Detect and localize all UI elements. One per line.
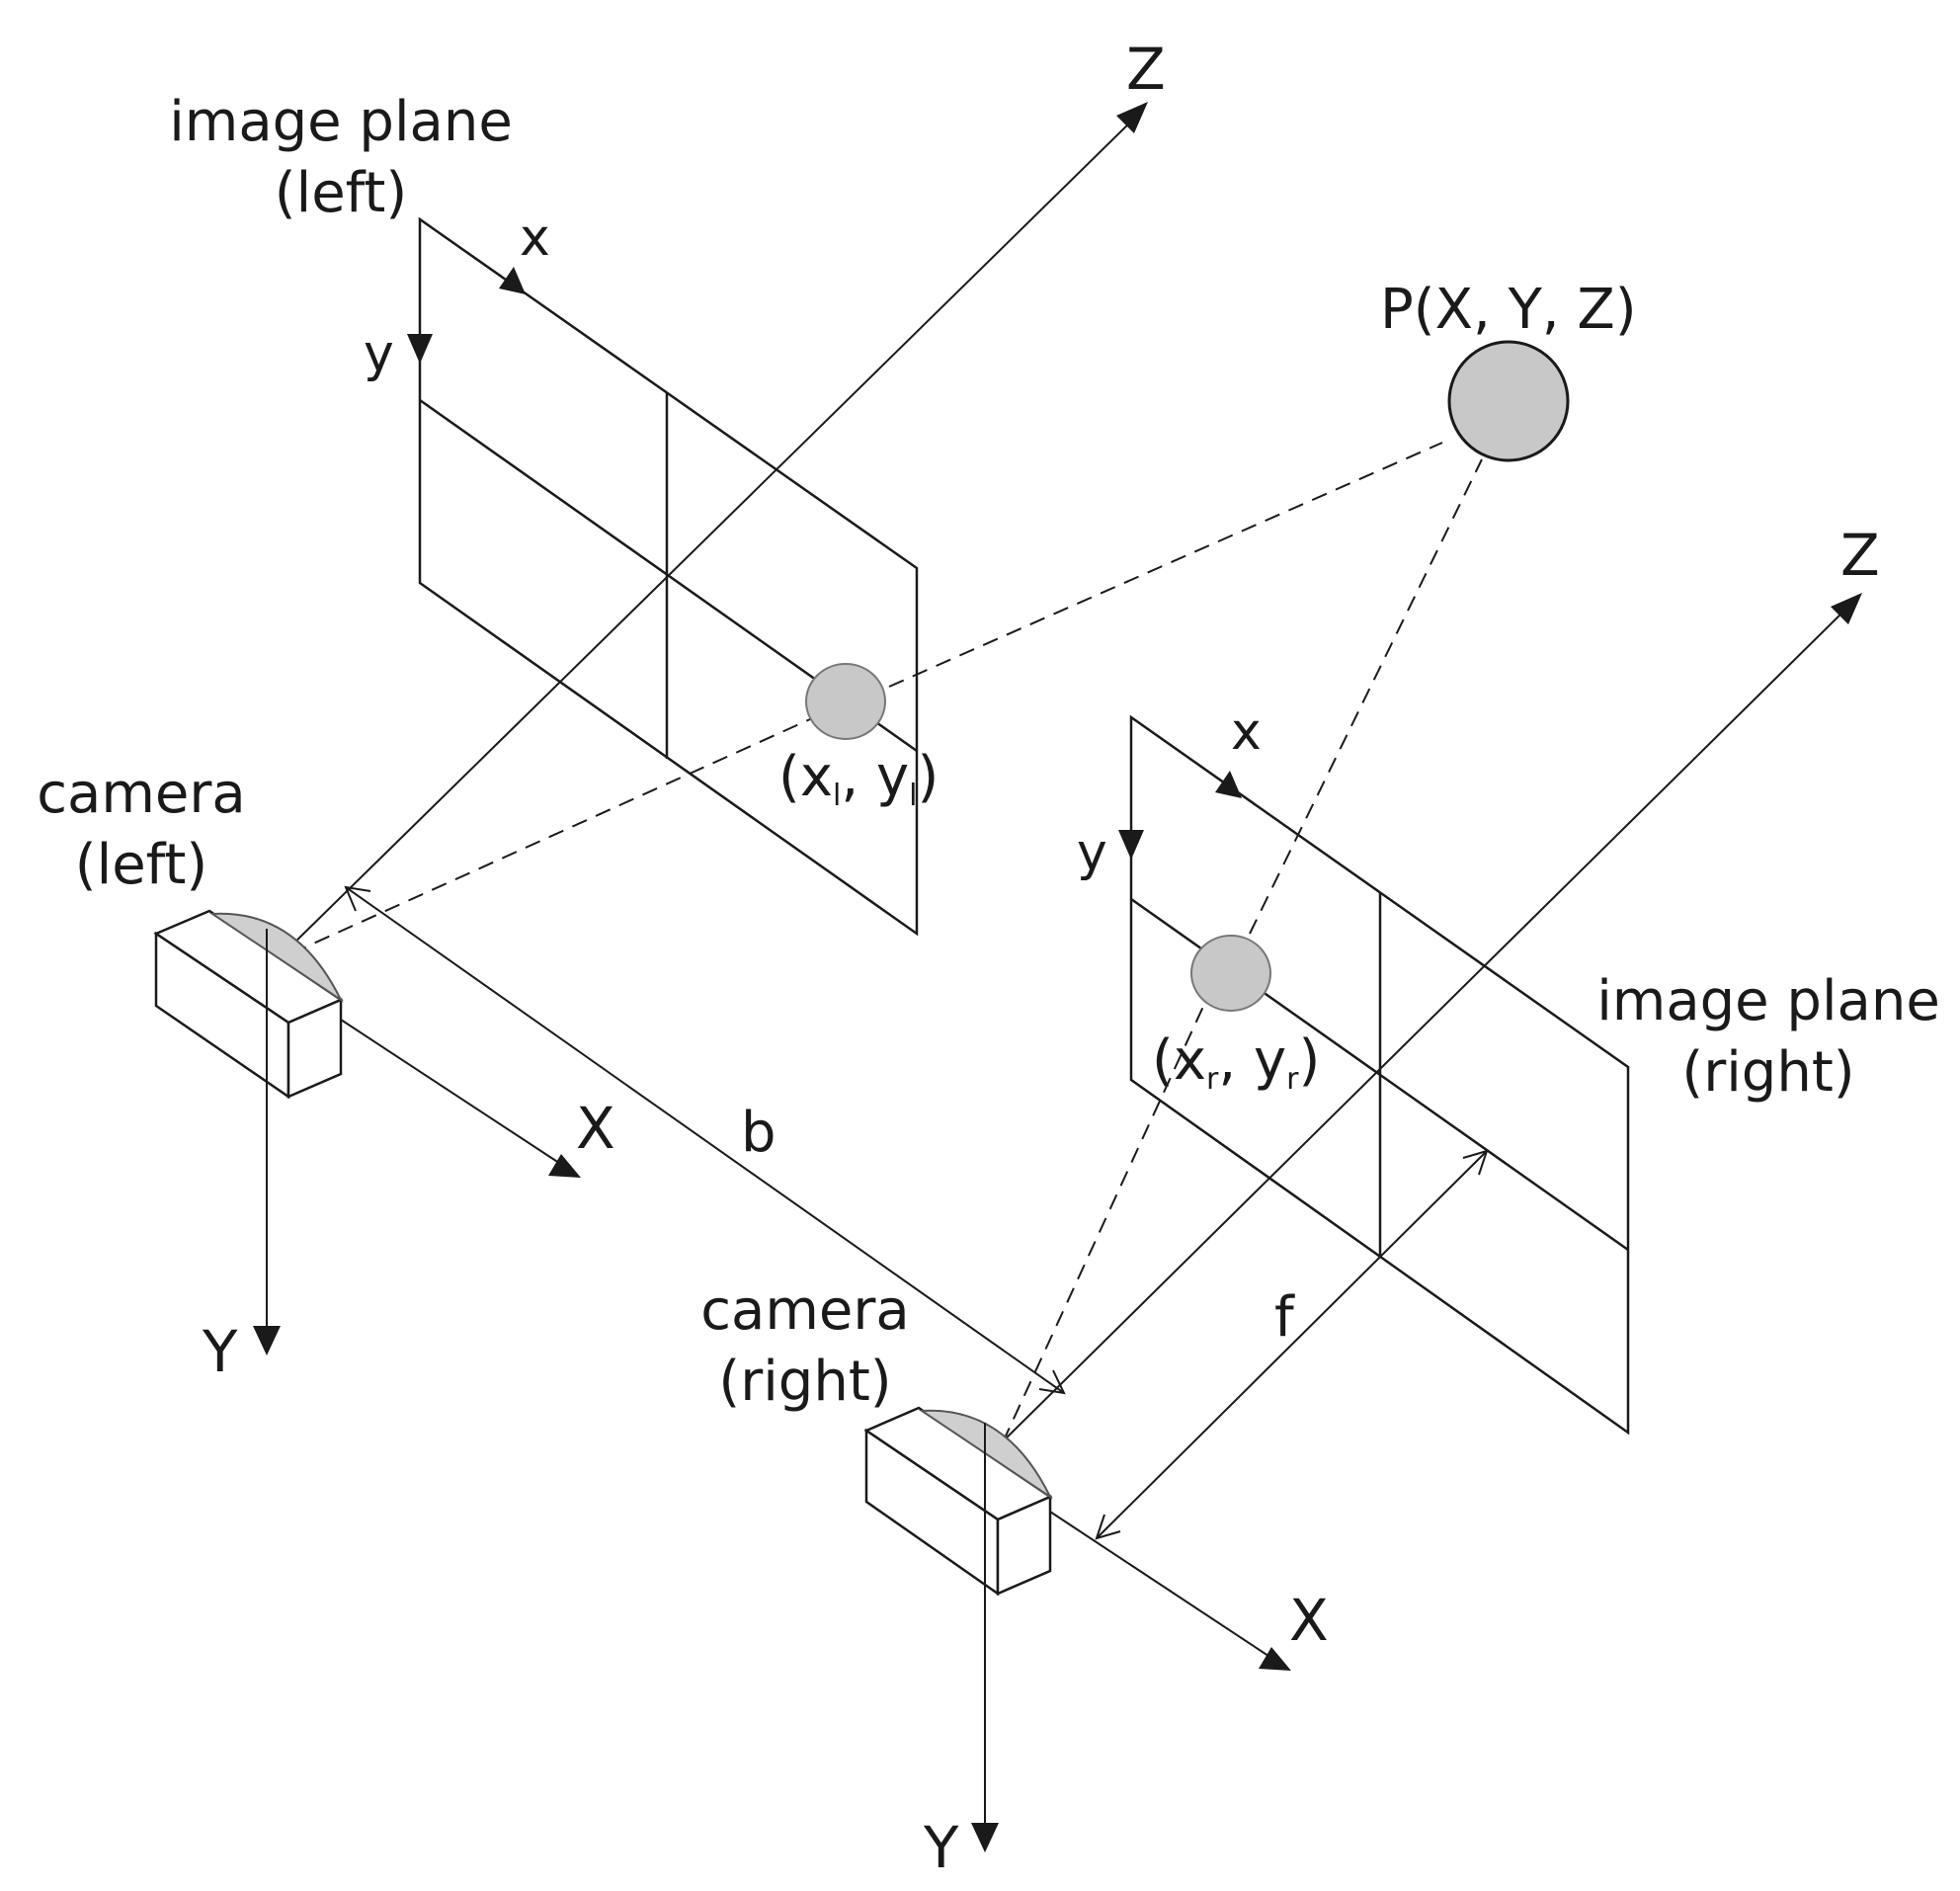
right-ray-camera-to-projection [1002,997,1208,1443]
right-camera-x-label: X [1289,1587,1329,1654]
baseline-line [345,886,1065,1394]
right-camera-z-label: Z [1840,522,1880,589]
focal-arrow-bottom [1095,1514,1121,1540]
right-camera-y-arrow [971,1823,999,1852]
right-projection-point [1190,935,1271,1012]
focal-dimension: f [1095,1149,1489,1540]
camera-right-label: camera [700,1278,909,1343]
left-camera-z-label: Z [1126,36,1166,103]
image-plane-left-sublabel: (left) [275,161,407,225]
projection-rays [290,442,1483,1443]
left-image-y-label: y [364,324,394,383]
right-camera-x-arrow [1259,1647,1291,1671]
left-plane-border [418,216,919,937]
world-point-p [1447,340,1570,462]
left-image-y-arrow [407,334,433,364]
world-point-label: P(X, Y, Z) [1380,278,1637,342]
right-ray-projection-to-point [1249,458,1483,935]
right-camera-z-axis [999,607,1848,1445]
left-camera [153,909,344,1100]
focal-label: f [1274,1285,1295,1350]
camera-left-sublabel: (left) [75,833,207,897]
left-image-x-label: x [520,208,550,268]
left-projection-label: (xl, yl) [778,745,939,813]
left-camera-z-arrow [1116,102,1148,133]
camera-right-sublabel: (right) [718,1350,891,1414]
focal-line [1096,1150,1488,1539]
left-camera-lens [208,912,344,1003]
right-camera-x-axis [1049,1511,1278,1663]
right-image-x-label: x [1231,702,1262,762]
left-camera-y-label: Y [202,1318,238,1385]
left-camera-y-arrow [253,1326,281,1356]
left-camera-side-face [286,998,343,1099]
right-image-x-arrow [1215,771,1242,798]
left-image-x-arrow [499,267,526,294]
camera-left-label: camera [37,762,245,826]
left-camera-x-arrow [548,1154,581,1178]
image-plane-right-label: image plane [1596,969,1940,1033]
left-ray-projection-to-point [888,442,1443,688]
right-camera-side-face [996,1495,1052,1596]
right-image-y-arrow [1118,830,1144,860]
image-plane-left-label: image plane [169,90,513,154]
image-plane-right-sublabel: (right) [1681,1040,1854,1105]
left-image-plane: x y [364,208,919,937]
left-projection-point [805,663,886,740]
left-camera-axes: Z X Y [202,36,1166,1385]
right-camera-axes: Z X Y [923,522,1880,1881]
focal-arrow-top [1462,1149,1489,1176]
right-camera-y-label: Y [923,1814,959,1881]
right-camera-z-arrow [1831,593,1862,624]
baseline-arrow-left [344,885,371,912]
left-camera-z-axis [286,116,1137,951]
baseline-dimension: b [344,885,1066,1395]
baseline-arrow-right [1038,1369,1066,1395]
right-plane-border [1129,714,1630,1436]
right-image-y-label: y [1077,823,1107,882]
baseline-label: b [741,1101,776,1165]
right-projection-label: (xr, yr) [1152,1028,1320,1097]
right-camera [863,1406,1053,1597]
left-camera-x-label: X [576,1095,615,1162]
left-ray-camera-to-projection [290,718,811,954]
left-camera-x-axis [340,1019,569,1170]
